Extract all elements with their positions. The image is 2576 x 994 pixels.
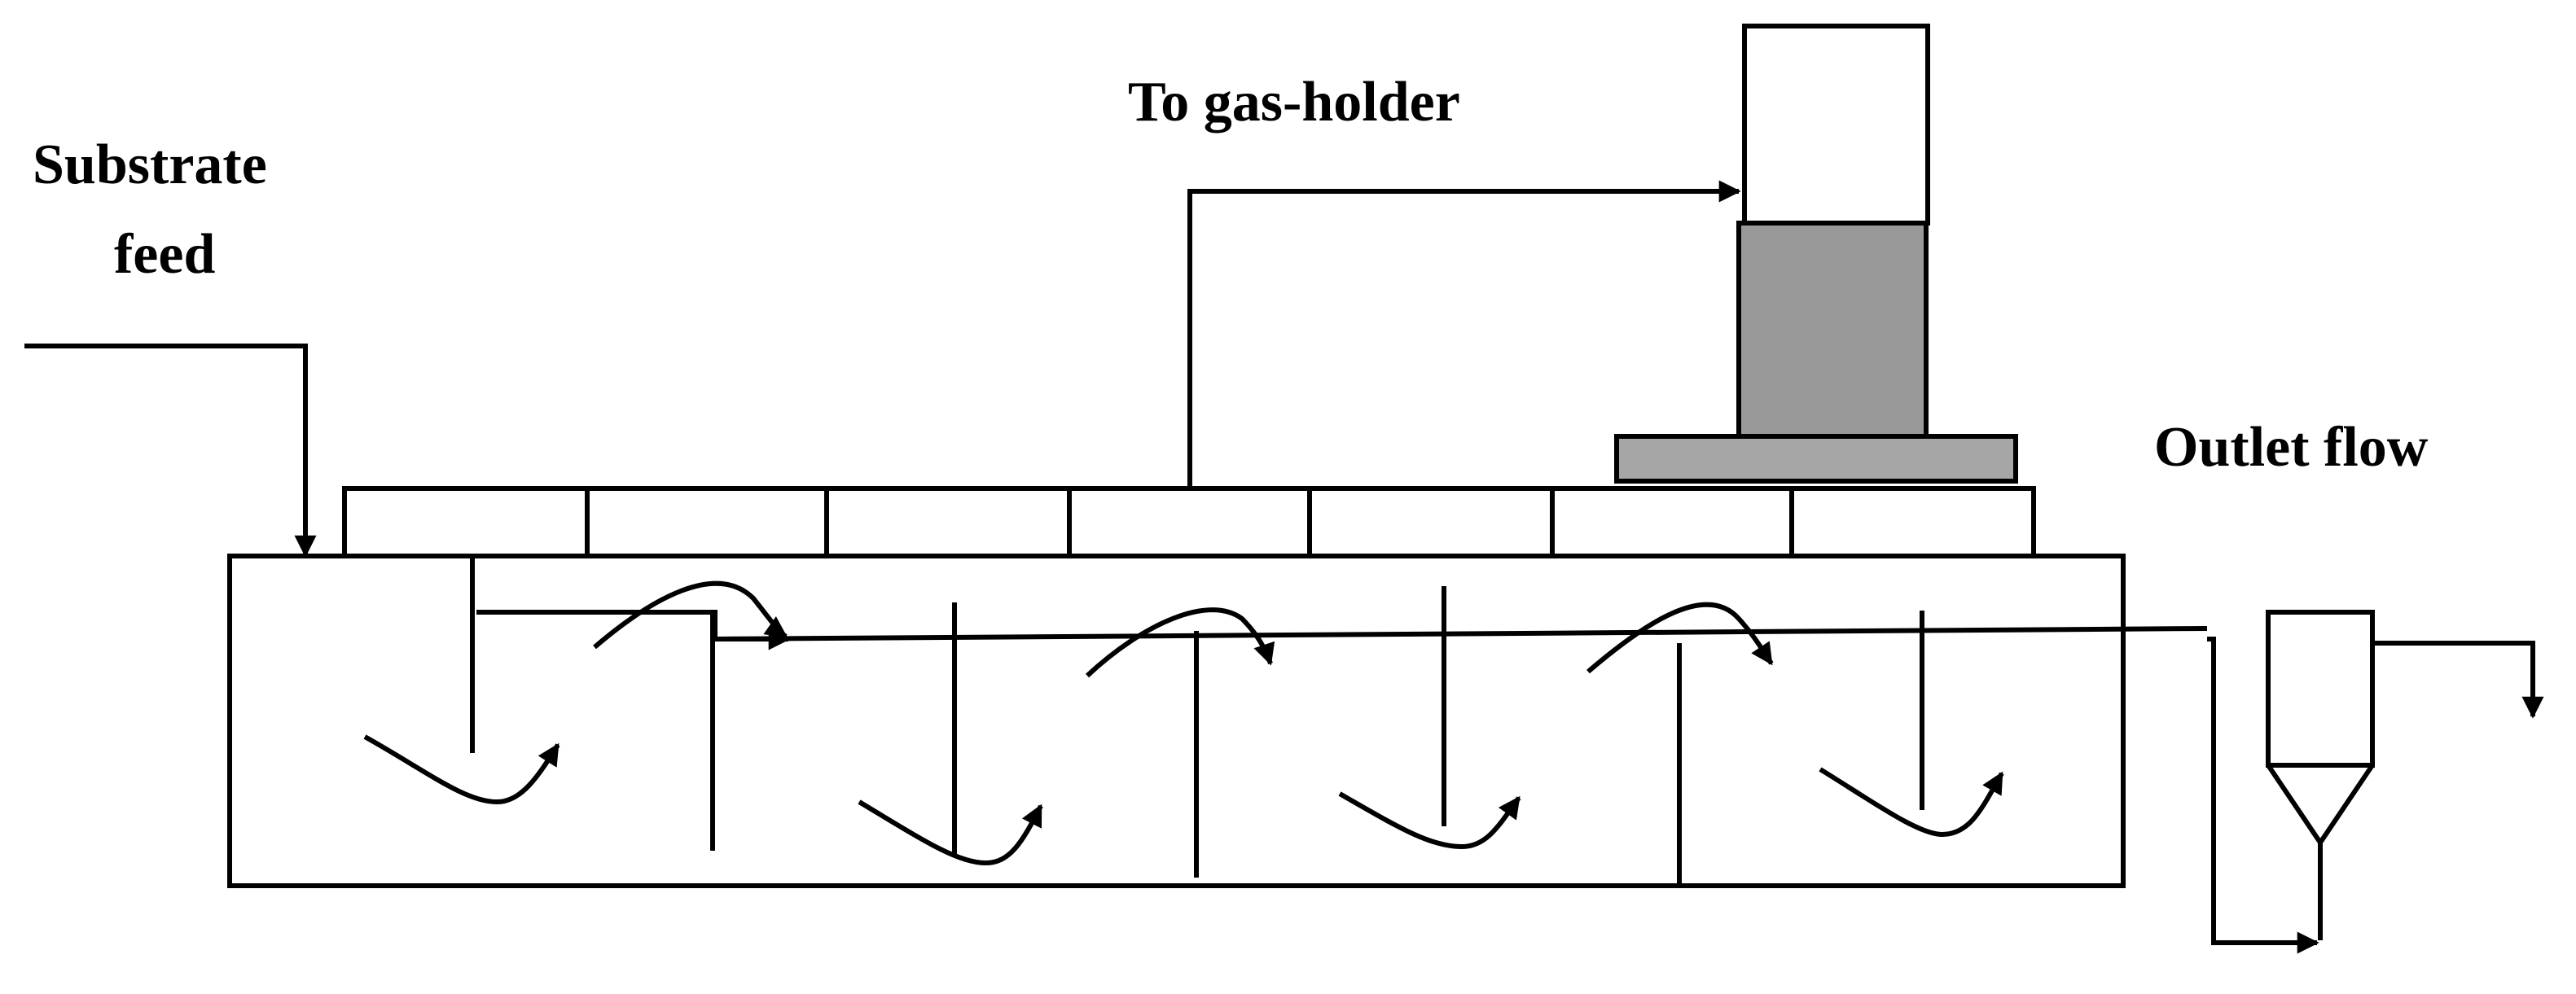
gas-holder-liquid [1736,221,1929,439]
outlet-flow-label: Outlet flow [2154,416,2429,479]
effluent-pipe [2207,637,2319,954]
gas-holder [1614,24,2018,484]
gas-holder-base [1614,434,2018,484]
gas-pipe [1187,180,1741,488]
substrate-feed-label: Substrate [33,134,267,196]
manifold-drops [342,488,2036,556]
outlet-pipe [2372,641,2544,719]
standing-baffles [710,611,1682,883]
overflow-arrows [593,580,1774,678]
gas-holder-label: To gas-holder [1128,71,1460,134]
reactor-tank [227,554,2126,888]
hanging-baffles [470,556,1924,855]
substrate-feed-label-line2: feed [114,223,215,286]
settler-body [2266,610,2375,768]
gas-holder-headspace [1742,24,1930,226]
substrate-feed-pipe [24,344,317,558]
flow-line-top [716,626,2208,642]
underflow-arrows [363,734,2004,866]
settler-cone [2266,764,2375,847]
